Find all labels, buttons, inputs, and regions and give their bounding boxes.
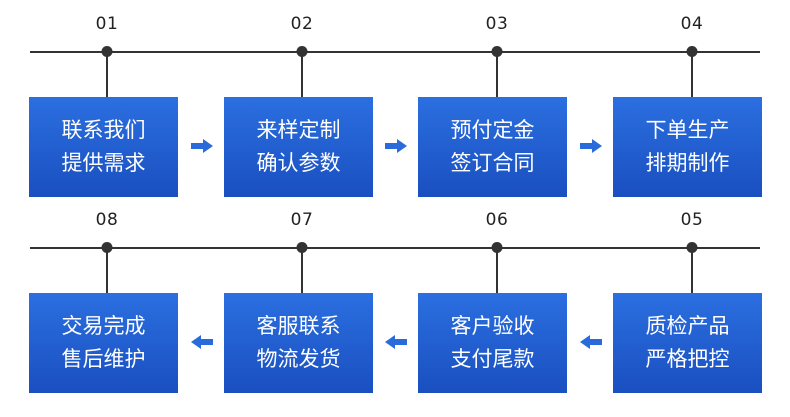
connector-stem-06 — [496, 248, 498, 294]
step-text-line2: 售后维护 — [61, 347, 146, 371]
step-text-line2: 排期制作 — [645, 151, 730, 175]
step-box-03: 预付定金 签订合同 — [418, 97, 567, 197]
connector-stem-05 — [691, 248, 693, 294]
step-box-07: 客服联系 物流发货 — [224, 293, 373, 393]
timeline-dot-06 — [491, 242, 503, 253]
step-box-08: 交易完成 售后维护 — [29, 293, 178, 393]
arrow-right-icon — [580, 139, 602, 153]
step-text-line1: 客户验收 — [450, 314, 535, 338]
arrow-right-icon — [385, 139, 407, 153]
timeline-dot-04 — [686, 46, 698, 57]
step-number-01: 01 — [95, 14, 119, 34]
timeline-dot-05 — [686, 242, 698, 253]
arrow-left-icon — [385, 335, 407, 349]
step-text-line2: 物流发货 — [256, 347, 341, 371]
connector-stem-03 — [496, 52, 498, 98]
arrow-left-icon — [580, 335, 602, 349]
step-text-line1: 客服联系 — [256, 314, 341, 338]
timeline-dot-08 — [101, 242, 113, 253]
step-text-line2: 支付尾款 — [450, 347, 535, 371]
step-text-line2: 确认参数 — [256, 151, 341, 175]
step-number-05: 05 — [680, 210, 704, 230]
timeline-line-top — [30, 51, 760, 53]
connector-stem-04 — [691, 52, 693, 98]
step-box-06: 客户验收 支付尾款 — [418, 293, 567, 393]
step-number-08: 08 — [95, 210, 119, 230]
timeline-dot-02 — [296, 46, 308, 57]
step-text-line1: 来样定制 — [256, 118, 341, 142]
timeline-dot-07 — [296, 242, 308, 253]
connector-stem-07 — [301, 248, 303, 294]
timeline-line-bottom — [30, 247, 760, 249]
step-text-line1: 联系我们 — [61, 118, 146, 142]
step-number-04: 04 — [680, 14, 704, 34]
step-box-02: 来样定制 确认参数 — [224, 97, 373, 197]
step-text-line1: 交易完成 — [61, 314, 146, 338]
step-box-04: 下单生产 排期制作 — [613, 97, 762, 197]
arrow-right-icon — [191, 139, 213, 153]
step-text-line1: 下单生产 — [645, 118, 730, 142]
timeline-dot-01 — [101, 46, 113, 57]
timeline-dot-03 — [491, 46, 503, 57]
step-number-03: 03 — [485, 14, 509, 34]
step-number-06: 06 — [485, 210, 509, 230]
step-text-line2: 严格把控 — [645, 347, 730, 371]
connector-stem-01 — [106, 52, 108, 98]
step-number-07: 07 — [290, 210, 314, 230]
step-text-line1: 预付定金 — [450, 118, 535, 142]
step-text-line2: 提供需求 — [61, 151, 146, 175]
step-text-line2: 签订合同 — [450, 151, 535, 175]
process-row-top: 01 02 03 04 联系我们 提供需求 来样定制 确认参数 预付定金 签订合… — [0, 0, 790, 200]
step-box-01: 联系我们 提供需求 — [29, 97, 178, 197]
connector-stem-08 — [106, 248, 108, 294]
arrow-left-icon — [191, 335, 213, 349]
step-text-line1: 质检产品 — [645, 314, 730, 338]
step-number-02: 02 — [290, 14, 314, 34]
connector-stem-02 — [301, 52, 303, 98]
process-row-bottom: 08 07 06 05 交易完成 售后维护 客服联系 物流发货 客户验收 支付尾… — [0, 196, 790, 396]
step-box-05: 质检产品 严格把控 — [613, 293, 762, 393]
